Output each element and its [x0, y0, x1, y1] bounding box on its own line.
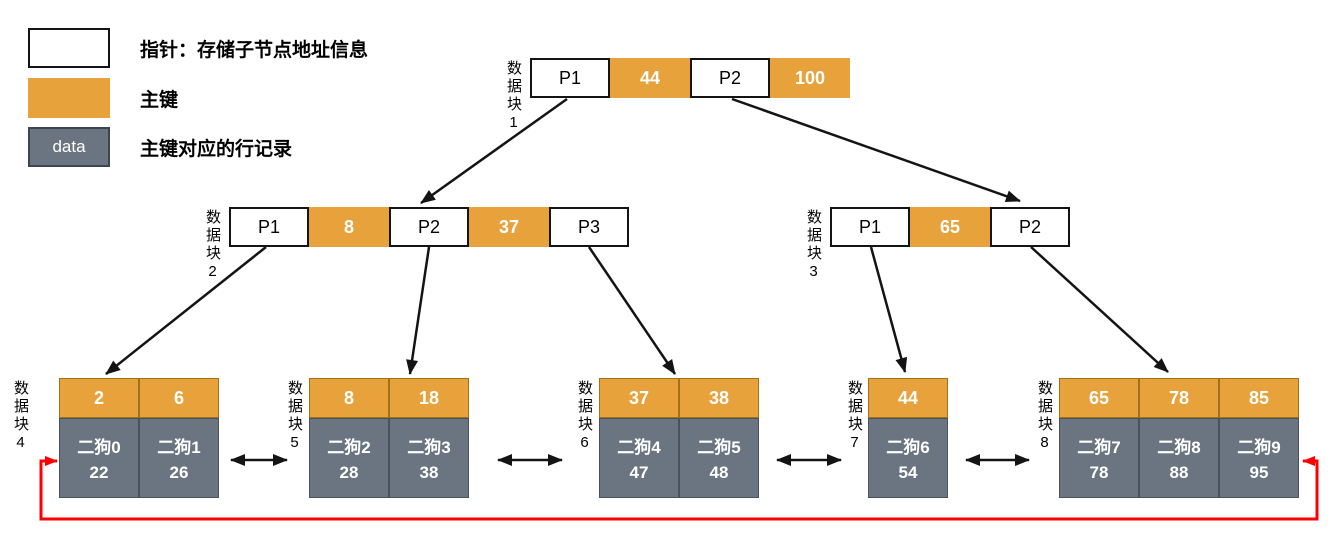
- leaf-key-cell: 18: [389, 378, 469, 418]
- leaf-data-cell: 二狗2 28: [309, 418, 389, 498]
- record-name: 二狗0: [77, 438, 121, 457]
- leaf-entry: 8 二狗2 28: [309, 378, 389, 498]
- pointer-cell: P2: [990, 207, 1070, 247]
- leaf-data-cell: 二狗4 47: [599, 418, 679, 498]
- leaf-data-cell: 二狗1 26: [139, 418, 219, 498]
- leaf-data-cell: 二狗6 54: [868, 418, 948, 498]
- record-value: 22: [89, 463, 109, 482]
- internal-node-block3: P1 65 P2: [830, 207, 1070, 247]
- edge-block3-p2-to-block8: [1030, 246, 1169, 373]
- leaf-entry: 65 二狗7 78: [1059, 378, 1139, 498]
- record-value: 88: [1169, 463, 1189, 482]
- record-name: 二狗8: [1157, 438, 1201, 457]
- record-name: 二狗9: [1237, 438, 1281, 457]
- key-cell: 65: [910, 207, 990, 247]
- node-label-block2: 数据块2: [204, 209, 221, 283]
- edge-block2-p2-to-block5: [406, 246, 431, 375]
- leaf-key-cell: 44: [868, 378, 948, 418]
- leaf-entry: 44 二狗6 54: [868, 378, 948, 498]
- key-cell: 8: [309, 207, 389, 247]
- leaf-data-cell: 二狗0 22: [59, 418, 139, 498]
- record-value: 47: [629, 463, 649, 482]
- edge-block1-p1-to-block2: [420, 97, 568, 205]
- leaf-entry: 78 二狗8 88: [1139, 378, 1219, 498]
- record-name: 二狗5: [697, 438, 741, 457]
- legend-data-label: 主键对应的行记录: [140, 138, 293, 160]
- edge-block3-p1-to-block7: [869, 246, 908, 373]
- leaf-key-cell: 38: [679, 378, 759, 418]
- leaf-data-cell: 二狗3 38: [389, 418, 469, 498]
- key-cell: 37: [469, 207, 549, 247]
- pointer-cell: P2: [389, 207, 469, 247]
- leaf-entry: 18 二狗3 38: [389, 378, 469, 498]
- node-label-block6: 数据块6: [576, 380, 593, 454]
- internal-node-block2: P1 8 P2 37 P3: [229, 207, 629, 247]
- leaf-key-cell: 2: [59, 378, 139, 418]
- record-value: 78: [1089, 463, 1109, 482]
- node-label-block3: 数据块3: [805, 209, 822, 283]
- record-value: 38: [419, 463, 439, 482]
- pointer-cell: P1: [229, 207, 309, 247]
- record-value: 26: [169, 463, 189, 482]
- legend-data-swatch: data: [28, 127, 110, 167]
- pointer-cell: P2: [690, 58, 770, 98]
- leaf-entry: 6 二狗1 26: [139, 378, 219, 498]
- record-value: 54: [898, 463, 918, 482]
- leaf-entry: 85 二狗9 95: [1219, 378, 1299, 498]
- leaf-entry: 37 二狗4 47: [599, 378, 679, 498]
- legend-primary-key-swatch: [28, 78, 110, 118]
- record-name: 二狗3: [407, 438, 451, 457]
- legend-primary-key-label: 主键: [140, 89, 179, 111]
- record-value: 48: [709, 463, 729, 482]
- leaf-node-block8: 65 二狗7 78 78 二狗8 88 85 二狗9 95: [1059, 378, 1299, 498]
- leaf-entry: 2 二狗0 22: [59, 378, 139, 498]
- leaf-data-cell: 二狗8 88: [1139, 418, 1219, 498]
- record-name: 二狗4: [617, 438, 661, 457]
- leaf-data-cell: 二狗7 78: [1059, 418, 1139, 498]
- leaf-key-cell: 37: [599, 378, 679, 418]
- legend-pointer-label: 指针：存储子节点地址信息: [140, 39, 369, 61]
- leaf-node-block6: 37 二狗4 47 38 二狗5 48: [599, 378, 759, 498]
- record-value: 28: [339, 463, 359, 482]
- leaf-data-cell: 二狗5 48: [679, 418, 759, 498]
- internal-node-block1: P1 44 P2 100: [530, 58, 850, 98]
- node-label-block1: 数据块1: [505, 60, 522, 134]
- node-label-block7: 数据块7: [846, 380, 863, 454]
- pointer-cell: P1: [530, 58, 610, 98]
- record-value: 95: [1249, 463, 1269, 482]
- key-cell: 100: [770, 58, 850, 98]
- node-label-block8: 数据块8: [1036, 380, 1053, 454]
- pointer-cell: P3: [549, 207, 629, 247]
- key-cell: 44: [610, 58, 690, 98]
- leaf-key-cell: 6: [139, 378, 219, 418]
- edge-block1-p2-to-block3: [731, 97, 1021, 203]
- leaf-key-cell: 65: [1059, 378, 1139, 418]
- leaf-key-cell: 78: [1139, 378, 1219, 418]
- edge-block2-p3-to-block6: [587, 246, 677, 375]
- leaf-key-cell: 8: [309, 378, 389, 418]
- leaf-node-block7: 44 二狗6 54: [868, 378, 948, 498]
- edge-block2-p1-to-block4: [105, 246, 267, 375]
- leaf-entry: 38 二狗5 48: [679, 378, 759, 498]
- record-name: 二狗2: [327, 438, 371, 457]
- record-name: 二狗1: [157, 438, 201, 457]
- node-label-block5: 数据块5: [286, 380, 303, 454]
- leaf-data-cell: 二狗9 95: [1219, 418, 1299, 498]
- leaf-node-block4: 2 二狗0 22 6 二狗1 26: [59, 378, 219, 498]
- pointer-cell: P1: [830, 207, 910, 247]
- leaf-key-cell: 85: [1219, 378, 1299, 418]
- leaf-node-block5: 8 二狗2 28 18 二狗3 38: [309, 378, 469, 498]
- record-name: 二狗6: [886, 438, 930, 457]
- legend-pointer-swatch: [28, 28, 110, 68]
- record-name: 二狗7: [1077, 438, 1121, 457]
- node-label-block4: 数据块4: [12, 380, 29, 454]
